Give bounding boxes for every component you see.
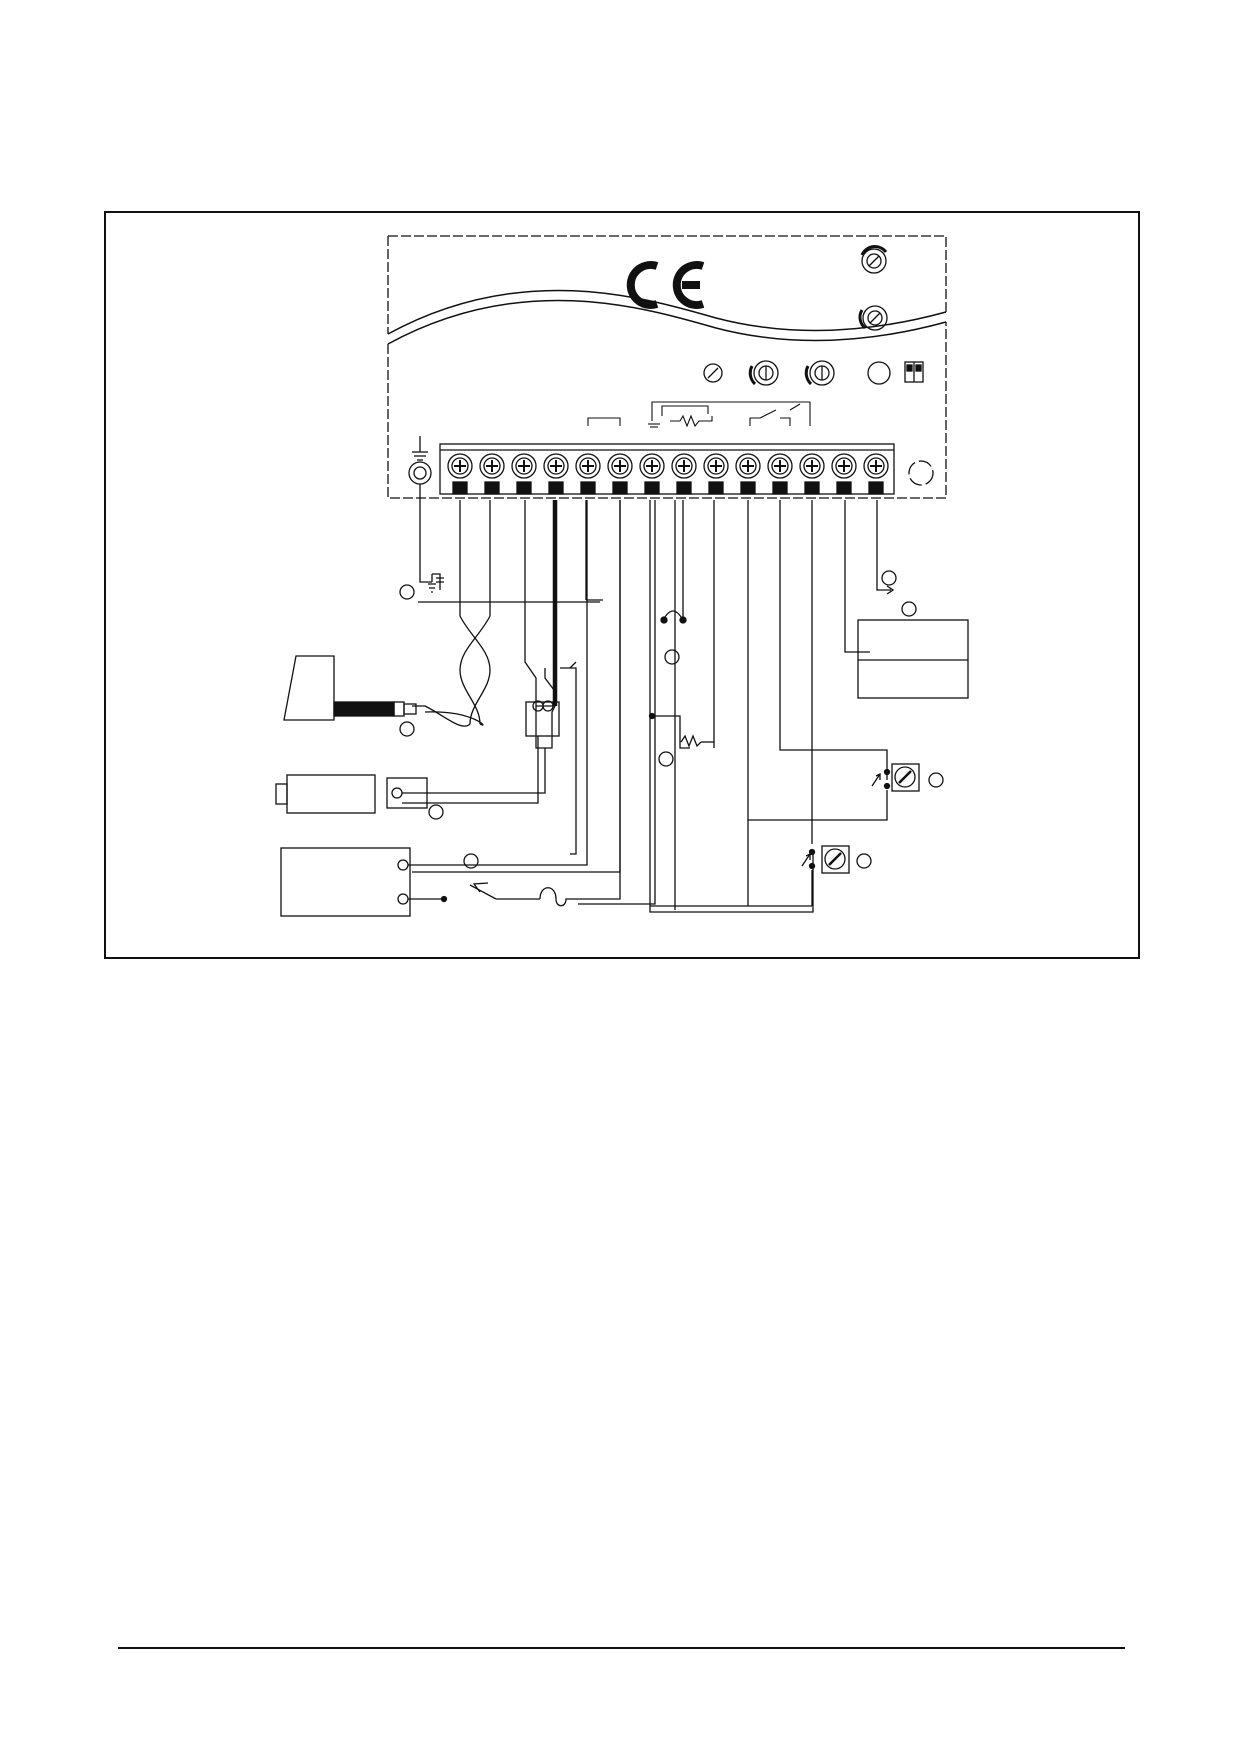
callout-circle: [928, 772, 944, 788]
pump-motor-icon: [275, 736, 546, 820]
thermostat-dial-icon: [801, 845, 872, 874]
callout-circle: [428, 804, 444, 820]
screw-terminal-icon: [575, 453, 601, 495]
callout-circle: [399, 584, 415, 600]
cover-knob-icon: [860, 245, 888, 274]
mains-supply-box: [280, 500, 621, 917]
dip-switch-icon: [904, 361, 924, 383]
terminal-row: [447, 453, 889, 495]
callout-circle: [463, 853, 479, 869]
screw-terminal-icon: [607, 453, 633, 495]
screw-terminal-icon: [447, 453, 473, 495]
mounting-hole-icon: [908, 460, 934, 486]
screw-terminal-icon: [831, 453, 857, 495]
callout-circle: [658, 751, 674, 767]
screw-terminal-icon: [639, 453, 665, 495]
callout-circle: [856, 853, 872, 869]
screw-terminal-icon: [735, 453, 761, 495]
thermostat-dial-icon: [871, 763, 944, 792]
control-box: [387, 235, 947, 499]
footer-rule: [118, 1647, 1125, 1649]
ce-mark-icon: [626, 261, 705, 309]
cover-knob-icon: [858, 305, 888, 331]
callout-circle: [901, 601, 917, 617]
potentiometer-icon: [748, 360, 779, 386]
internal-schematic: [587, 401, 811, 428]
screw-terminal-icon: [767, 453, 793, 495]
burner-nozzle-icon: [283, 655, 417, 737]
potentiometer-icon: [804, 360, 835, 386]
earth-stud-icon: [408, 436, 432, 485]
callout-circle: [881, 570, 897, 586]
screw-terminal-icon: [799, 453, 825, 495]
lockout-lamp-box: [857, 601, 969, 699]
diagram-frame: [104, 211, 1140, 959]
terminal-strip: [439, 443, 895, 495]
screw-terminal-icon: [863, 453, 889, 495]
callout-circle: [399, 721, 415, 737]
callout-circle: [664, 649, 680, 665]
screw-terminal-icon: [703, 453, 729, 495]
screw-terminal-icon: [671, 453, 697, 495]
field-wiring: [275, 484, 969, 917]
indicator-led-icon: [867, 361, 891, 385]
screw-terminal-icon: [479, 453, 505, 495]
screw-terminal-icon: [543, 453, 569, 495]
trim-screw-icon: [703, 363, 723, 383]
screw-terminal-icon: [511, 453, 537, 495]
